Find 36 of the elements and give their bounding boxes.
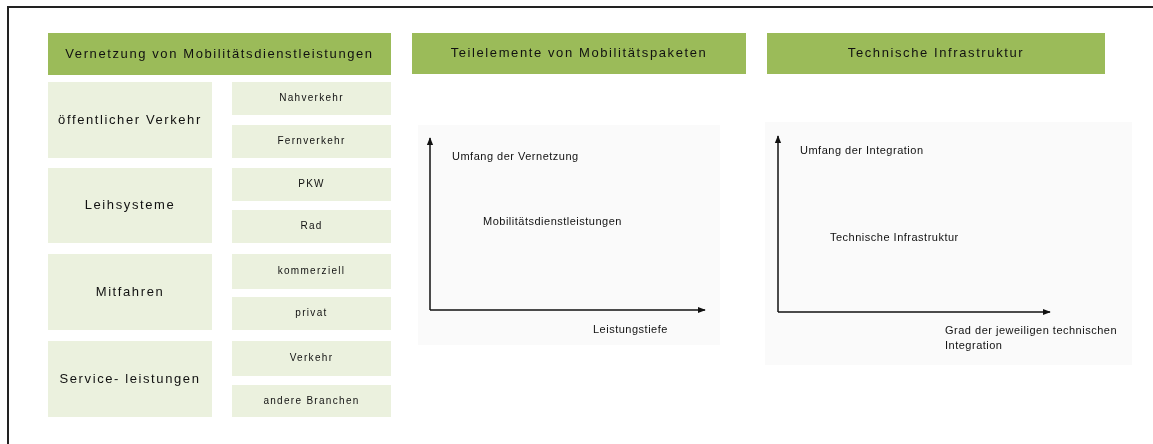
subcategory-box xyxy=(232,210,391,243)
category-box xyxy=(48,168,212,243)
category-box xyxy=(48,254,212,330)
subcategory-box xyxy=(232,385,391,417)
axis-label: Umfang der Vernetzung xyxy=(452,149,579,164)
box-label: kommerziell xyxy=(277,264,346,279)
subcategory-box xyxy=(232,82,391,115)
axis-label: Technische Infrastruktur xyxy=(830,230,959,245)
category-box xyxy=(48,341,212,417)
box-label: Technische Infrastruktur xyxy=(847,44,1025,63)
box-label: öffentlicher Verkehr xyxy=(58,110,202,129)
subcategory-box xyxy=(232,168,391,201)
subcategory-box xyxy=(232,254,391,289)
box-label: Verkehr xyxy=(289,351,334,366)
axis-label: Umfang der Integration xyxy=(800,143,924,158)
box-label: andere Branchen xyxy=(263,393,360,408)
box-label: Nahverkehr xyxy=(279,91,344,106)
subcategory-box xyxy=(232,297,391,330)
subcategory-box xyxy=(232,341,391,376)
box-label: PKW xyxy=(298,177,325,192)
box-label: Rad xyxy=(300,219,323,234)
box-label: Teilelemente von Mobilitätspaketen xyxy=(450,44,708,63)
axis-label: Grad der jeweiligen technischen Integration xyxy=(945,323,1119,353)
box-label: Mitfahren xyxy=(95,282,165,301)
axis-label: Leistungstiefe xyxy=(593,322,668,337)
box-label: privat xyxy=(295,306,328,321)
box-label: Vernetzung von Mobilitätsdienstleistungen xyxy=(65,44,374,63)
subcategory-box xyxy=(232,125,391,158)
header-bar xyxy=(48,33,391,75)
box-label: Service- leistungen xyxy=(59,369,201,388)
axis-label: Mobilitätsdienstleistungen xyxy=(483,214,622,229)
header-bar xyxy=(412,33,746,74)
box-label: Leihsysteme xyxy=(84,196,176,215)
box-label: Fernverkehr xyxy=(277,134,346,149)
header-bar xyxy=(767,33,1105,74)
category-box xyxy=(48,82,212,158)
